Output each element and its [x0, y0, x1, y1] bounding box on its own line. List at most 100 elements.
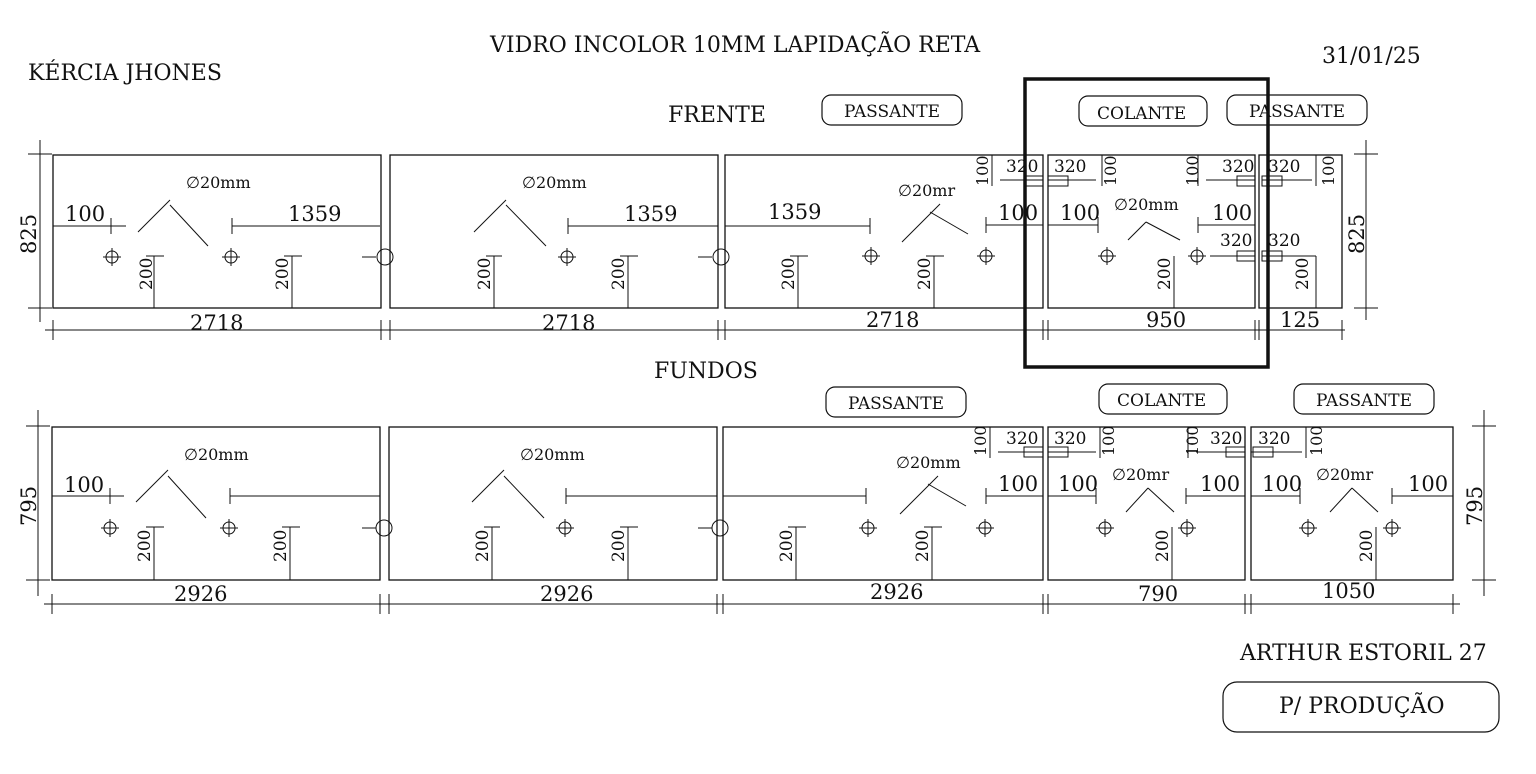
front-panel-4: [1047, 154, 1256, 309]
dim-200: 200: [1155, 258, 1175, 290]
front-width-4: 950: [1146, 308, 1186, 332]
dim-200: 200: [609, 258, 629, 290]
dim-100: 100: [998, 472, 1038, 496]
dim-200: 200: [473, 530, 493, 562]
dim-200: 200: [475, 258, 495, 290]
back-tag-passante-1-label: PASSANTE: [848, 394, 944, 414]
dim-100: 100: [1212, 201, 1252, 225]
back-panel-3-annotations: ∅20mm 100 200 200 100 320: [723, 425, 1044, 580]
hole-diameter-label: ∅20mr: [1112, 465, 1169, 484]
dim-320: 320: [1006, 429, 1038, 449]
hole-diameter-label: ∅20mm: [184, 445, 249, 464]
dim-200: 200: [1153, 530, 1173, 562]
hole-diameter-label: ∅20mm: [520, 445, 585, 464]
dim-200: 200: [1357, 530, 1377, 562]
back-width-dimensions: 2926 2926 2926 790 1050: [44, 579, 1460, 614]
dim-200: 200: [135, 530, 155, 562]
dim-100: 100: [1099, 425, 1118, 456]
back-tag-passante-2-label: PASSANTE: [1316, 391, 1412, 411]
front-section-label: FRENTE: [668, 103, 766, 128]
back-section-label: FUNDOS: [654, 359, 758, 384]
back-tag-passante-1: PASSANTE: [825, 386, 967, 418]
dim-1359: 1359: [624, 202, 677, 226]
front-tag-passante-1: PASSANTE: [821, 94, 963, 126]
hole-diameter-label: ∅20mm: [186, 173, 251, 192]
front-panel-3: [724, 154, 1044, 309]
dim-1359: 1359: [768, 200, 821, 224]
front-width-1: 2718: [190, 311, 243, 335]
dim-100: 100: [1200, 472, 1240, 496]
dim-320: 320: [1054, 429, 1086, 449]
dim-100: 100: [1060, 201, 1100, 225]
dim-200: 200: [273, 258, 293, 290]
front-height-dimension-right: 825: [1345, 140, 1378, 320]
dim-200: 200: [137, 258, 157, 290]
dim-200: 200: [915, 258, 935, 290]
hole-diameter-label: ∅20mm: [522, 173, 587, 192]
back-width-4: 790: [1138, 582, 1178, 606]
dim-100: 100: [1319, 155, 1338, 186]
dim-100: 100: [1262, 472, 1302, 496]
dim-100: 100: [64, 473, 104, 497]
back-panel-1-annotations: ∅20mm 100 200 200: [52, 445, 380, 580]
back-panel-3: [722, 426, 1044, 581]
dim-100: 100: [973, 155, 992, 186]
back-width-1: 2926: [174, 582, 227, 606]
dim-100: 100: [998, 201, 1038, 225]
front-height-dimension-left: 825: [17, 140, 52, 322]
connector-notch: [711, 519, 729, 537]
dim-320: 320: [1222, 157, 1254, 177]
front-tag-passante-2: PASSANTE: [1226, 94, 1368, 126]
dim-100: 100: [1183, 425, 1202, 456]
hole-diameter-label: ∅20mm: [1114, 195, 1179, 214]
front-width-dimensions: 2718 2718 2718 950 125: [45, 308, 1345, 340]
back-width-2: 2926: [540, 582, 593, 606]
front-height-left-label: 825: [17, 214, 41, 254]
dim-200: 200: [779, 258, 799, 290]
dim-320: 320: [1006, 157, 1038, 177]
front-panel-4-annotations: 320 100 100 320 ∅20mm 100 100 200 320: [1047, 155, 1256, 308]
back-tag-colante: COLANTE: [1098, 383, 1228, 415]
front-tag-passante-2-label: PASSANTE: [1249, 102, 1345, 122]
dim-200: 200: [1293, 258, 1313, 290]
dim-100: 100: [1307, 425, 1326, 456]
back-panel-2-annotations: ∅20mm 200 200: [471, 445, 717, 580]
dim-320: 320: [1054, 157, 1086, 177]
drawing-date: 31/01/25: [1322, 44, 1421, 69]
back-height-dimension-left: 795: [17, 410, 50, 596]
dim-320: 320: [1210, 429, 1242, 449]
hole-diameter-label: ∅20mr: [898, 181, 955, 200]
front-tag-passante-1-label: PASSANTE: [844, 102, 940, 122]
back-panel-4-annotations: 320 100 100 320 ∅20mr 100 100 200: [1047, 425, 1246, 580]
dim-100: 100: [65, 202, 105, 226]
back-width-5: 1050: [1322, 579, 1375, 603]
front-panel-1: [52, 154, 382, 309]
back-height-right-label: 795: [1463, 486, 1487, 526]
front-panel-2-annotations: ∅20mm 1359 200 200: [473, 173, 718, 308]
back-panel-4: [1047, 426, 1246, 581]
front-width-3: 2718: [866, 308, 919, 332]
back-panel-5-annotations: 320 100 ∅20mr 100 100 200: [1251, 425, 1453, 580]
back-panel-1: [51, 426, 381, 581]
dim-100: 100: [1101, 155, 1120, 186]
front-panel-3-annotations: 1359 ∅20mr 100 200 200 100 320: [725, 155, 1044, 308]
dim-320: 320: [1268, 231, 1300, 251]
front-height-right-label: 825: [1345, 214, 1369, 254]
dim-320: 320: [1258, 429, 1290, 449]
production-status-label: P/ PRODUÇÃO: [1279, 691, 1445, 719]
production-status-badge: P/ PRODUÇÃO: [1222, 681, 1500, 733]
front-panel-1-annotations: ∅20mm 100 1359 200 200: [53, 173, 380, 308]
drawing-title: VIDRO INCOLOR 10MM LAPIDAÇÃO RETA: [489, 30, 981, 58]
connector-notch: [376, 248, 394, 266]
dim-100: 100: [1058, 472, 1098, 496]
back-panel-5: [1250, 426, 1454, 581]
dim-100: 100: [971, 425, 990, 456]
front-panel-5-annotations: 320 100 320 200: [1261, 155, 1338, 308]
dim-200: 200: [777, 530, 797, 562]
front-panel-5: [1258, 154, 1343, 309]
back-height-dimension-right: 795: [1463, 410, 1496, 596]
dim-320: 320: [1268, 157, 1300, 177]
front-tag-colante-label: COLANTE: [1097, 104, 1186, 124]
front-panel-2: [389, 154, 719, 309]
connector-notch: [712, 248, 730, 266]
